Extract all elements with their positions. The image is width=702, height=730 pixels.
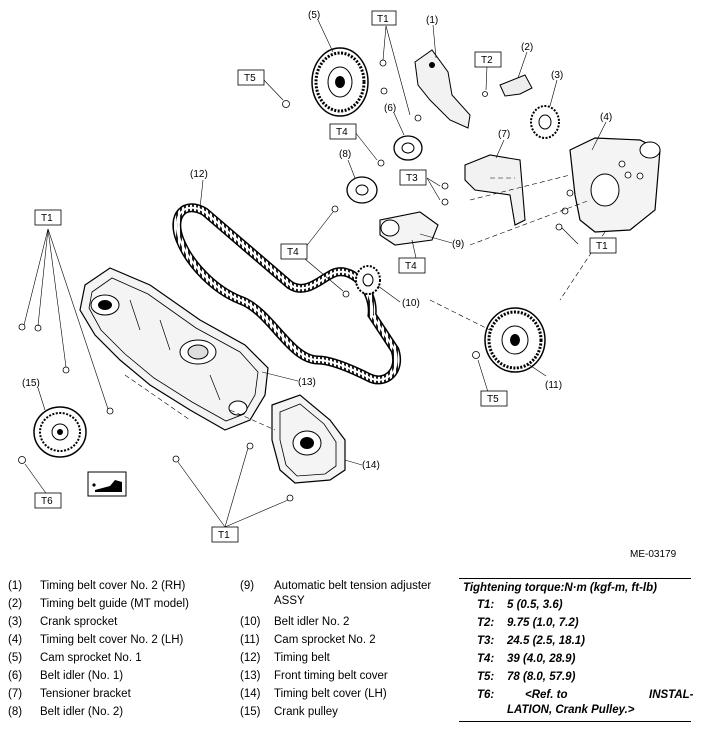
cam-sprocket-no1 [311,47,369,117]
exploded-view-diagram: (1) (2) (3) (4) (5) (6) (7) (8) (9) (10)… [18,10,661,543]
tightening-torque-table: Tightening torque:N·m (kgf-m, ft-lb) T1:… [459,578,694,722]
tag-t1-bottom: T1 [211,526,239,543]
callout-6: (6) [384,103,396,114]
tag-t1-top: T1 [371,10,397,26]
cam-sprocket-no2 [484,307,546,373]
crank-pulley [33,406,87,458]
tag-t5-b: T5 [480,390,508,407]
timing-belt [172,203,402,385]
callout-10: (10) [402,298,420,309]
torque-tags: T1 T1 T1 T1 T2 T3 T4 T4 [34,10,617,543]
torque-title: Tightening torque:N·m (kgf-m, ft-lb) [463,582,657,594]
belt-idler-no1 [393,135,423,161]
callout-14: (14) [362,460,380,471]
svg-text:T5: T5 [244,73,256,84]
svg-text:T1: T1 [218,530,230,541]
svg-text:T1: T1 [377,14,389,25]
svg-text:T4: T4 [405,261,417,272]
svg-text:T3: T3 [406,173,418,184]
drawing-id: ME-03179 [630,549,677,560]
front-timing-belt-cover [79,267,269,431]
svg-text:T5: T5 [487,394,499,405]
tag-t4-a: T4 [329,123,357,140]
belt-idler-10 [355,265,381,295]
tag-t4-b: T4 [280,243,308,260]
torque-row-t6-cont: LATION, Crank Pulley.> [507,704,635,716]
tag-t1-left: T1 [34,209,62,226]
callout-15: (15) [22,378,40,389]
callout-1: (1) [426,15,438,26]
callout-labels: (1) (2) (3) (4) (5) (6) (7) (8) (9) (10)… [22,10,612,471]
callout-2: (2) [521,42,533,53]
callout-5: (5) [308,10,320,21]
belt-idler-no2 [346,176,378,204]
timing-belt-cover-no2-lh [569,137,661,233]
tag-t4-c: T4 [398,257,426,274]
svg-text:T2: T2 [481,55,493,66]
tag-t6: T6 [34,492,62,509]
callout-8: (8) [339,149,351,160]
svg-text:T4: T4 [336,127,348,138]
tag-t2: T2 [474,51,502,68]
timing-belt-guide [499,74,533,97]
leader-lines [23,19,607,528]
callout-12: (12) [190,169,208,180]
callout-13: (13) [298,377,316,388]
oil-can-icon [87,471,127,497]
callout-11: (11) [545,380,562,391]
tag-t3: T3 [399,169,427,186]
svg-text:T6: T6 [41,496,53,507]
timing-belt-cover-lh [271,394,346,484]
parts-legend: (1)Timing belt cover No. 2 (RH) (2)Timin… [8,580,432,718]
callout-7: (7) [498,129,510,140]
automatic-belt-tension-adjuster [379,211,439,246]
tensioner-bracket [464,154,526,226]
callout-3: (3) [551,70,563,81]
timing-belt-cover-no2-rh [414,49,471,129]
tag-t1-right: T1 [589,237,617,254]
tag-t5-a: T5 [237,69,265,86]
svg-text:T4: T4 [287,247,299,258]
svg-text:T1: T1 [41,213,53,224]
callout-4: (4) [600,112,612,123]
crank-sprocket [530,105,560,139]
callout-9: (9) [452,239,464,250]
svg-text:T1: T1 [596,241,608,252]
